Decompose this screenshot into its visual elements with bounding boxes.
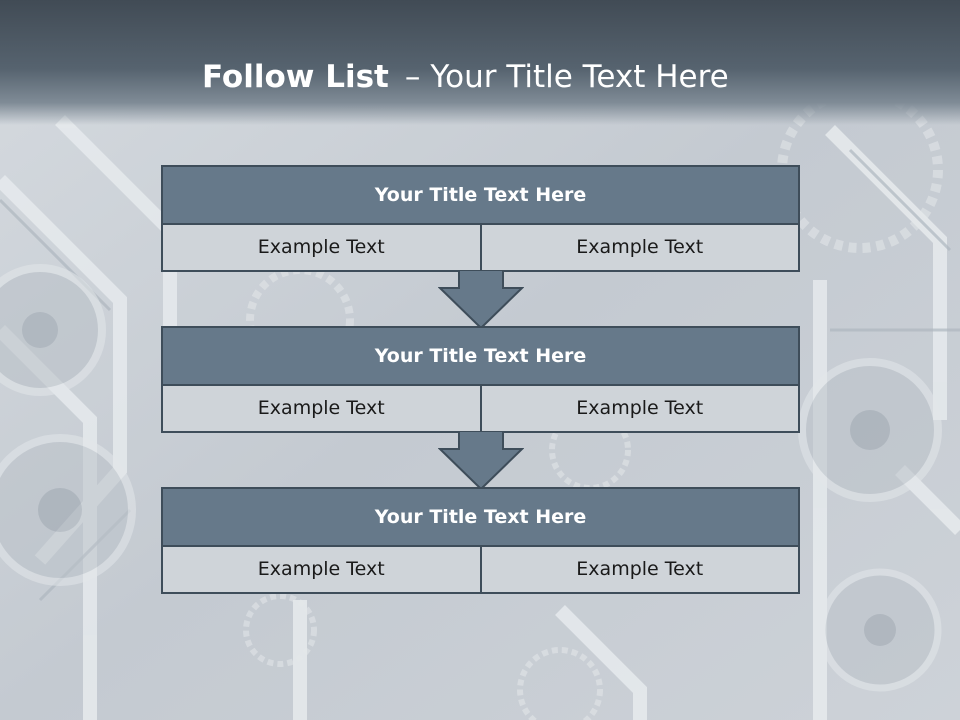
block-cell-right: Example Text (479, 225, 798, 270)
title-dash: – (404, 59, 421, 95)
block-row: Example Text Example Text (161, 545, 800, 594)
block-cell-right: Example Text (479, 547, 798, 592)
list-block-1: Your Title Text Here Example Text Exampl… (161, 165, 800, 272)
block-cell-left: Example Text (163, 386, 480, 431)
page-title: Follow List–Your Title Text Here (202, 55, 729, 99)
block-cell-right: Example Text (479, 386, 798, 431)
block-row: Example Text Example Text (161, 223, 800, 272)
title-bar (0, 0, 960, 125)
block-row: Example Text Example Text (161, 384, 800, 433)
block-title: Your Title Text Here (161, 165, 800, 223)
gear-icon (0, 87, 943, 720)
list-block-3: Your Title Text Here Example Text Exampl… (161, 487, 800, 594)
down-arrow-icon (438, 431, 524, 491)
block-cell-left: Example Text (163, 225, 480, 270)
block-cell-left: Example Text (163, 547, 480, 592)
block-title: Your Title Text Here (161, 487, 800, 545)
block-title: Your Title Text Here (161, 326, 800, 384)
list-block-2: Your Title Text Here Example Text Exampl… (161, 326, 800, 433)
title-bold: Follow List (202, 59, 389, 95)
down-arrow-icon (438, 270, 524, 330)
title-rest: Your Title Text Here (430, 59, 729, 95)
